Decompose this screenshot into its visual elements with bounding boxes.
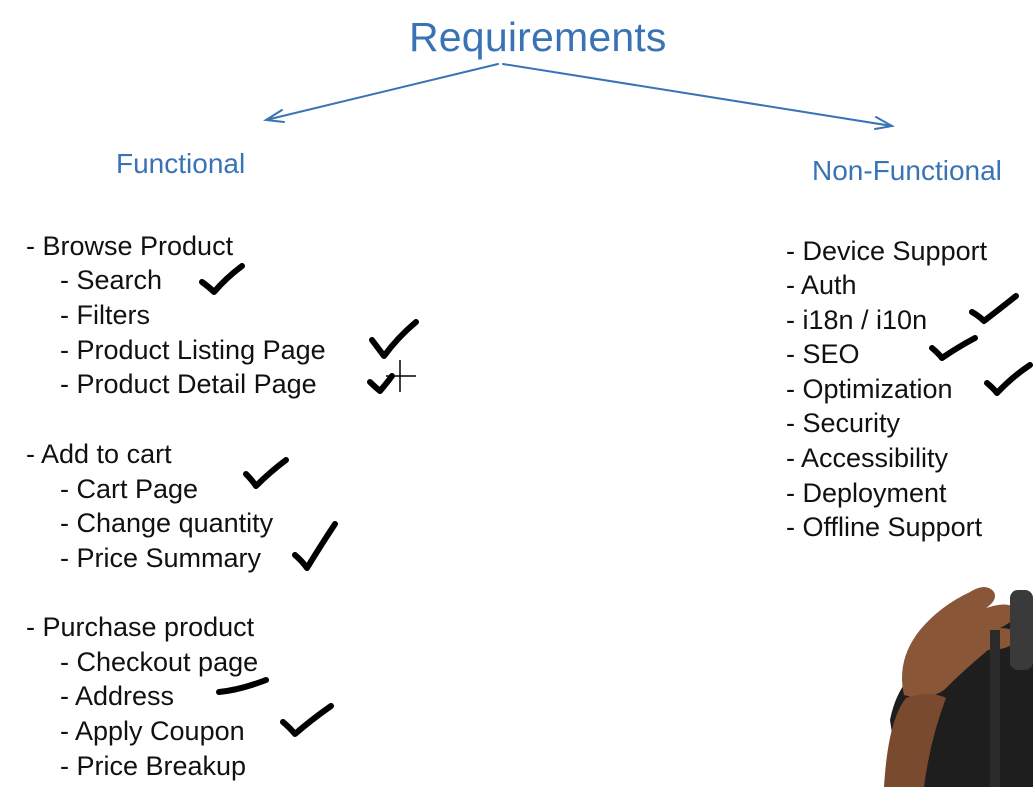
non-functional-heading: Non-Functional — [812, 155, 1002, 186]
check-mark-icon — [280, 703, 334, 737]
list-item: - Search — [60, 265, 163, 295]
list-item: - Product Listing Page — [60, 335, 326, 365]
check-mark-icon — [216, 677, 269, 695]
list-item: - Auth — [786, 270, 857, 300]
list-item: - Filters — [60, 300, 150, 330]
check-mark-icon — [199, 263, 245, 295]
list-item: - Device Support — [786, 236, 988, 266]
presenter-hand — [902, 587, 1017, 698]
microphone-stand — [990, 630, 1000, 787]
list-item: - Accessibility — [786, 443, 949, 473]
page-title: Requirements — [409, 14, 667, 60]
list-item: - Apply Coupon — [60, 716, 245, 746]
check-mark-icon — [929, 335, 978, 361]
list-item: - Cart Page — [60, 474, 199, 504]
list-item: - SEO — [786, 339, 860, 369]
list-item: - Price Summary — [60, 543, 262, 573]
list-item: - Address — [60, 681, 175, 711]
list-item: - Change quantity — [60, 508, 274, 538]
functional-heading: Functional — [116, 148, 246, 179]
microphone — [1010, 590, 1033, 670]
list-item: - Product Detail Page — [60, 369, 317, 399]
check-mark-icon — [292, 521, 338, 571]
check-mark-icon — [984, 362, 1033, 396]
check-mark-icon — [369, 319, 419, 359]
presenter-arm — [884, 694, 946, 787]
list-item: - Security — [786, 408, 901, 438]
list-item: - Deployment — [786, 478, 947, 508]
list-item: - Checkout page — [60, 647, 259, 677]
check-mark-icon — [367, 373, 395, 394]
list-item: - i18n / i10n — [786, 305, 928, 335]
list-item: - Browse Product — [26, 231, 234, 261]
arrow-nonfunctional-head — [874, 116, 895, 130]
list-item: - Optimization — [786, 374, 953, 404]
presenter-video — [860, 570, 1033, 787]
check-mark-icon — [243, 457, 289, 489]
list-item: - Price Breakup — [60, 751, 247, 781]
list-item: - Offline Support — [786, 512, 983, 542]
check-mark-icon — [969, 293, 1019, 324]
arrow-nonfunctional — [502, 63, 893, 127]
arrow-functional-head — [263, 109, 285, 123]
cursor-crosshair-icon — [386, 360, 416, 392]
arrow-functional — [265, 63, 499, 121]
list-item: - Purchase product — [26, 612, 255, 642]
list-item: - Add to cart — [26, 439, 172, 469]
